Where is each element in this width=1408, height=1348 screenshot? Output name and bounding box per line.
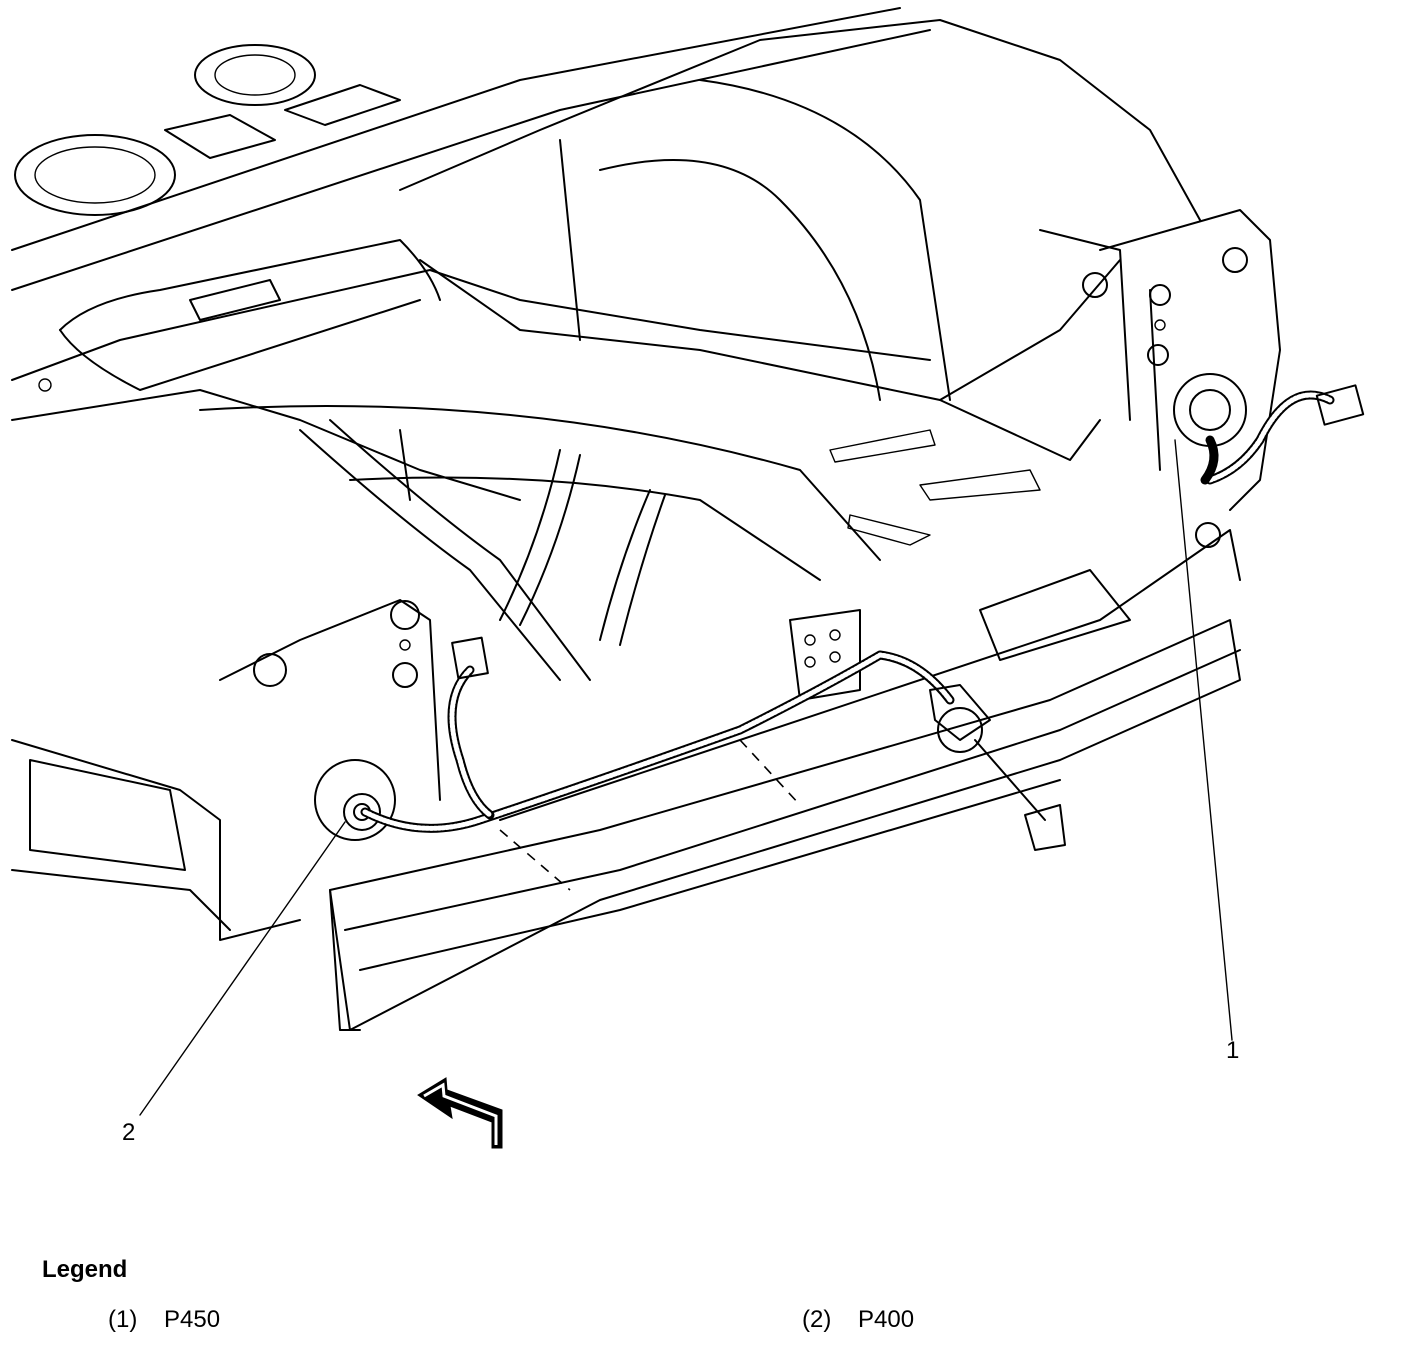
wiring-harness <box>360 384 1365 851</box>
legend-title: Legend <box>42 1256 128 1283</box>
callout-1-leader <box>1174 439 1233 1041</box>
legend: Legend (1) P450 (2) P400 <box>0 1240 1408 1348</box>
legend-item-p400: (2) P400 <box>802 1306 914 1334</box>
left-quarter-panel <box>11 599 441 941</box>
rear-bumper-beam <box>329 529 1241 1031</box>
floor-pan <box>199 405 881 681</box>
vehicle-rear-diagram: 1 2 <box>11 7 1365 1149</box>
diagram-svg: 1 2 <box>11 7 1365 1149</box>
trunk-cavity <box>399 19 1201 546</box>
direction-arrow <box>417 1077 503 1149</box>
rear-body-structure <box>11 7 931 501</box>
direction-arrow-icon <box>417 1077 503 1149</box>
right-quarter-panel <box>1082 209 1281 548</box>
legend-item-number: (2) <box>802 1306 832 1333</box>
callout-leaders <box>139 439 1233 1116</box>
callout-2-number: 2 <box>122 1119 135 1146</box>
legend-item-label: P450 <box>164 1306 221 1333</box>
callout-1-number: 1 <box>1226 1037 1239 1064</box>
callout-2-leader <box>139 821 346 1116</box>
legend-item-number: (1) <box>108 1306 138 1333</box>
legend-item-label: P400 <box>858 1306 915 1333</box>
legend-item-p450: (1) P450 <box>108 1306 220 1334</box>
